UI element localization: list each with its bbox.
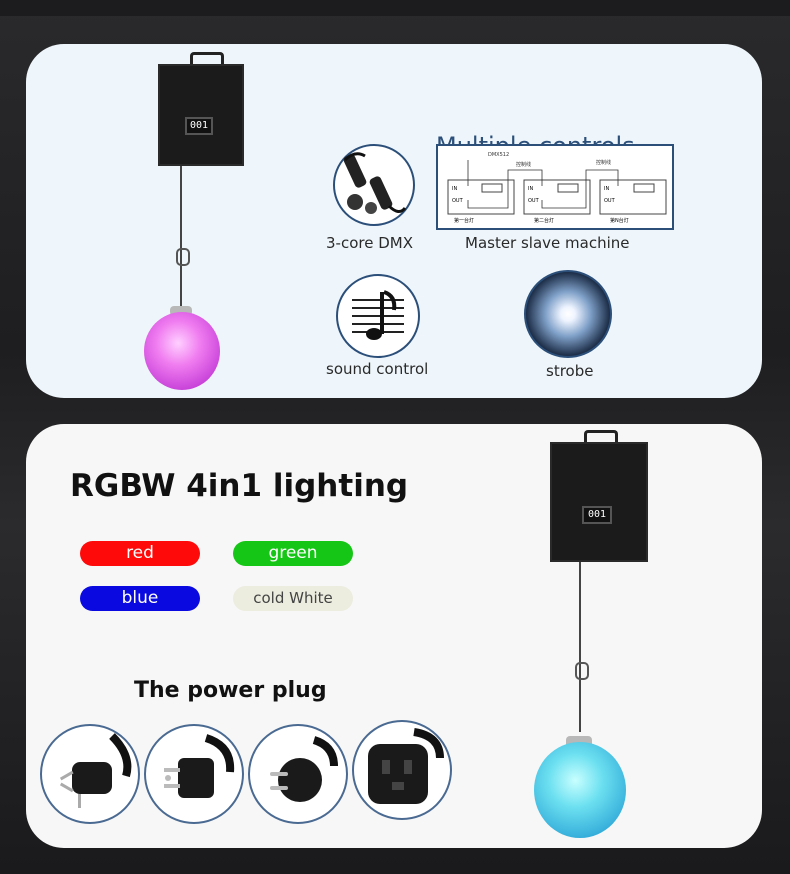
wiring-diagram-icon: DMX512 控制线 控制线 IN OUT IN OUT IN OUT 第一台灯… xyxy=(436,144,674,230)
pink-lighting-ball xyxy=(144,312,220,390)
diagram-out-2: OUT xyxy=(528,198,540,204)
strobe-label: strobe xyxy=(546,362,594,380)
music-note-icon xyxy=(336,274,420,358)
diagram-out-1: OUT xyxy=(452,198,464,204)
rgbw-lighting-card: RGBW 4in1 lighting red green blue cold W… xyxy=(26,424,762,848)
top-bar xyxy=(0,0,790,16)
controller-handle-2 xyxy=(584,430,618,443)
diagram-in-3: IN xyxy=(604,186,609,192)
diagram-unit-3: 第N台灯 xyxy=(610,217,629,224)
au-plug-icon xyxy=(40,724,140,824)
wire-clip-2 xyxy=(575,662,589,680)
sound-control-label: sound control xyxy=(326,360,429,378)
controller-handle xyxy=(190,52,224,65)
color-pill-green: green xyxy=(233,541,353,566)
controller-display-2: 001 xyxy=(582,506,612,524)
diagram-unit-2: 第二台灯 xyxy=(534,217,554,224)
eu-plug-icon xyxy=(248,724,348,824)
diagram-control-line-2: 控制线 xyxy=(596,159,611,166)
diagram-unit-1: 第一台灯 xyxy=(454,217,474,224)
diagram-control-line-1: 控制线 xyxy=(516,161,531,168)
cyan-lighting-ball xyxy=(534,742,626,838)
suspension-wire-2 xyxy=(579,562,581,732)
us-plug-icon xyxy=(144,724,244,824)
suspension-wire xyxy=(180,166,182,306)
diagram-out-3: OUT xyxy=(604,198,616,204)
rgbw-lighting-title: RGBW 4in1 lighting xyxy=(70,468,409,504)
xlr-cable-icon xyxy=(333,144,415,226)
color-pill-red: red xyxy=(80,541,200,566)
diagram-in-2: IN xyxy=(528,186,533,192)
master-slave-label: Master slave machine xyxy=(465,234,630,252)
strobe-flash-icon xyxy=(524,270,612,358)
color-pill-cold-white: cold White xyxy=(233,586,353,611)
wire-clip xyxy=(176,248,190,266)
ball-cap xyxy=(170,306,192,316)
power-plug-title: The power plug xyxy=(134,678,327,703)
controller-box: 001 xyxy=(158,64,244,166)
controller-box-2: 001 xyxy=(550,442,648,562)
uk-plug-icon xyxy=(352,720,452,820)
diagram-in-1: IN xyxy=(452,186,457,192)
color-pill-blue: blue xyxy=(80,586,200,611)
controller-display: 001 xyxy=(185,117,213,135)
diagram-dmx-label: DMX512 xyxy=(488,152,509,158)
dmx-label: 3-core DMX xyxy=(326,234,413,252)
